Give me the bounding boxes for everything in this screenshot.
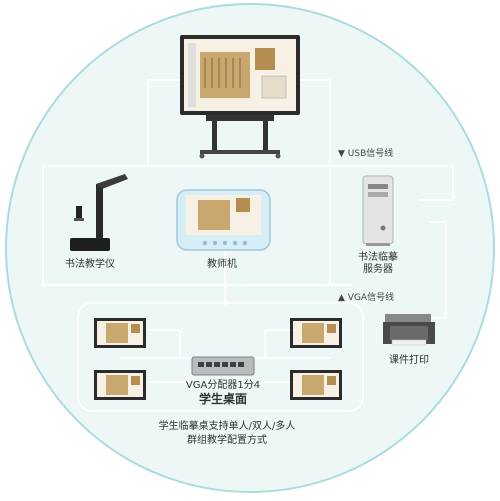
student-area-box bbox=[77, 302, 364, 412]
teacher-monitor-icon bbox=[176, 189, 271, 251]
server-label-line2: 服务器 bbox=[363, 264, 393, 275]
vga-splitter-label: VGA分配器1分4 bbox=[185, 380, 261, 391]
network-switch-icon bbox=[191, 356, 255, 376]
printer-icon bbox=[383, 314, 435, 346]
student-monitor-icon bbox=[94, 370, 146, 400]
connection-lines bbox=[42, 79, 454, 383]
calligraphy-instrument-label: 书法教学仪 bbox=[65, 259, 115, 270]
server-tower-icon bbox=[362, 175, 394, 246]
interactive-board-icon bbox=[180, 35, 300, 159]
usb-signal-label: ▼ USB信号线 bbox=[338, 149, 394, 159]
teacher-pc-label: 教师机 bbox=[207, 259, 237, 270]
courseware-print-label: 课件打印 bbox=[389, 355, 429, 366]
student-monitor-icon bbox=[290, 318, 342, 348]
student-monitor-icon bbox=[94, 318, 146, 348]
vga-signal-label: ▲ VGA信号线 bbox=[338, 293, 395, 303]
server-label-line1: 书法临摹 bbox=[358, 252, 398, 263]
student-desktop-label: 学生桌面 bbox=[198, 392, 248, 406]
student-note-line2: 群组教学配置方式 bbox=[187, 435, 267, 446]
document-camera-icon bbox=[70, 174, 128, 251]
student-note-line1: 学生临摹桌支持单人/双人/多人 bbox=[158, 421, 296, 432]
student-monitor-icon bbox=[290, 370, 342, 400]
